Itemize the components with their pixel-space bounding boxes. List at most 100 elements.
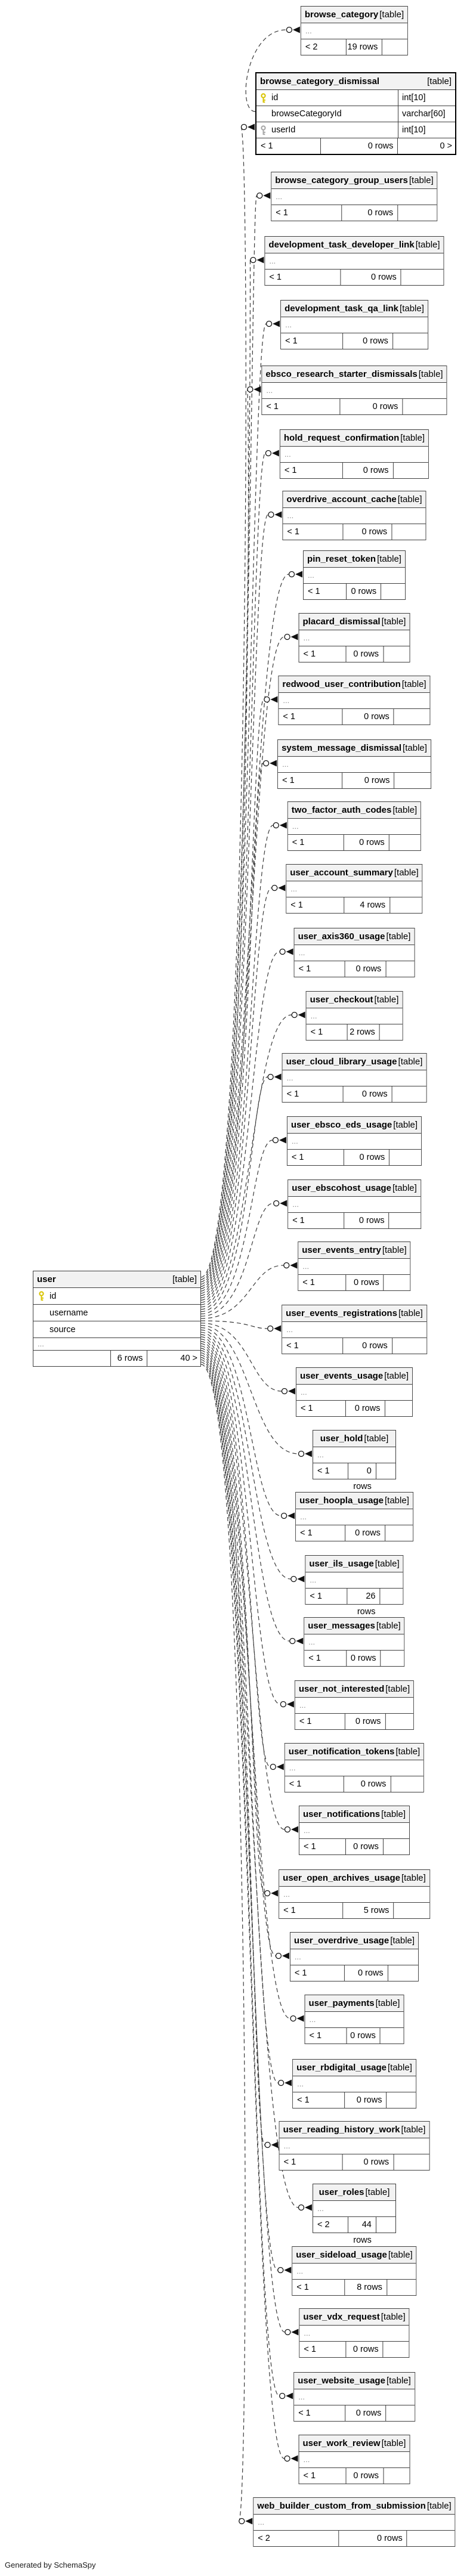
more-columns-ellipsis: ... xyxy=(299,2326,409,2342)
table-user_ils_usage[interactable]: user_ils_usage [table] ... < 1 26 rows xyxy=(305,1555,404,1617)
table-user_checkout[interactable]: user_checkout [table] ... < 1 2 rows xyxy=(305,991,403,1041)
table-development_task_qa_link[interactable]: development_task_qa_link [table] ... < 1… xyxy=(280,300,428,349)
child-count xyxy=(381,584,405,599)
table-placard_dismissal[interactable]: placard_dismissal [table] ... < 1 0 rows xyxy=(298,613,410,662)
column-type: int[10] xyxy=(398,90,455,106)
table-footer: < 2 0 rows xyxy=(253,2531,455,2546)
table-type-label: [table] xyxy=(381,617,406,627)
table-footer: < 1 0 rows xyxy=(305,2028,404,2044)
more-columns-ellipsis: ... xyxy=(296,1385,413,1401)
row-count: 0 rows xyxy=(344,961,385,977)
table-ebsco_research_starter_dismissals[interactable]: ebsco_research_starter_dismissals [table… xyxy=(261,366,447,415)
more-columns-ellipsis: ... xyxy=(265,253,444,270)
table-hold_request_confirmation[interactable]: hold_request_confirmation [table] ... < … xyxy=(279,429,429,479)
column-type: int[10] xyxy=(398,122,455,138)
table-name-label: user_overdrive_usage xyxy=(293,1936,389,1946)
table-user_payments[interactable]: user_payments [table] ... < 1 0 rows xyxy=(304,1995,404,2044)
parent-count: < 1 xyxy=(299,1717,312,1726)
table-type-label: [table] xyxy=(385,1496,409,1506)
table-user_roles[interactable]: user_roles [table] ... < 2 44 rows xyxy=(313,2184,396,2245)
parent-count: < 1 xyxy=(300,1528,313,1538)
table-user_website_usage[interactable]: user_website_usage [table] ... < 1 0 row… xyxy=(293,2372,415,2422)
table-user[interactable]: user [table] id username source ... 6 ro… xyxy=(33,1271,201,1367)
parent-count: < 1 xyxy=(302,1278,315,1287)
table-name-label: user_events_registrations xyxy=(286,1308,397,1318)
parent-count: < 1 xyxy=(287,527,299,537)
table-user_open_archives_usage[interactable]: user_open_archives_usage [table] ... < 1… xyxy=(279,1869,430,1919)
parent-count: < 1 xyxy=(308,587,320,596)
row-count: 0 rows xyxy=(345,2342,382,2357)
table-user_ebscohost_usage[interactable]: user_ebscohost_usage [table] ... < 1 0 r… xyxy=(287,1179,421,1229)
table-user_cloud_library_usage[interactable]: user_cloud_library_usage [table] ... < 1… xyxy=(282,1053,427,1103)
table-name-label: redwood_user_contribution xyxy=(282,679,401,689)
parent-count: < 1 xyxy=(309,2031,322,2041)
table-header: user_work_review [table] xyxy=(299,2435,410,2452)
more-columns-ellipsis: ... xyxy=(271,189,437,205)
child-count xyxy=(382,39,407,55)
table-user_notifications[interactable]: user_notifications [table] ... < 1 0 row… xyxy=(298,1806,410,1855)
table-type-label: [table] xyxy=(172,1274,197,1284)
table-type-label: [table] xyxy=(382,1245,407,1255)
table-user_events_usage[interactable]: user_events_usage [table] ... < 1 0 rows xyxy=(295,1367,413,1417)
table-name-label: overdrive_account_cache xyxy=(286,494,397,504)
row-count: 0 rows xyxy=(339,399,402,414)
child-count xyxy=(385,1714,414,1729)
child-count xyxy=(393,709,430,724)
table-header: user_reading_history_work [table] xyxy=(279,2122,429,2138)
table-user_overdrive_usage[interactable]: user_overdrive_usage [table] ... < 1 0 r… xyxy=(289,1932,419,1981)
parent-count: < 1 xyxy=(303,1842,316,1852)
table-development_task_developer_link[interactable]: development_task_developer_link [table] … xyxy=(264,236,444,286)
table-browse_category_group_users[interactable]: browse_category_group_users [table] ... … xyxy=(271,172,438,221)
table-two_factor_auth_codes[interactable]: two_factor_auth_codes [table] ... < 1 0 … xyxy=(287,801,422,851)
table-footer: < 1 0 rows xyxy=(313,1463,395,1491)
table-user_ebsco_eds_usage[interactable]: user_ebsco_eds_usage [table] ... < 1 0 r… xyxy=(286,1116,422,1166)
table-user_reading_history_work[interactable]: user_reading_history_work [table] ... < … xyxy=(279,2121,430,2171)
table-user_account_summary[interactable]: user_account_summary [table] ... < 1 4 r… xyxy=(286,864,423,914)
table-user_events_registrations[interactable]: user_events_registrations [table] ... < … xyxy=(282,1305,427,1354)
table-type-label: [table] xyxy=(392,805,418,815)
table-name-label: system_message_dismissal xyxy=(282,743,402,753)
row-count: 0 rows xyxy=(346,584,381,599)
child-count xyxy=(379,1024,403,1040)
table-pin_reset_token[interactable]: pin_reset_token [table] ... < 1 0 rows xyxy=(303,550,406,600)
child-count xyxy=(400,270,444,285)
table-user_sideload_usage[interactable]: user_sideload_usage [table] ... < 1 8 ro… xyxy=(292,2246,417,2296)
child-count xyxy=(406,2531,455,2546)
table-user_hoopla_usage[interactable]: user_hoopla_usage [table] ... < 1 0 rows xyxy=(295,1492,413,1541)
table-browse_category_dismissal[interactable]: browse_category_dismissal [table] id int… xyxy=(255,72,456,155)
row-count: 0 rows xyxy=(344,1213,388,1228)
parent-count: < 1 xyxy=(310,1027,323,1037)
table-user_axis360_usage[interactable]: user_axis360_usage [table] ... < 1 0 row… xyxy=(293,928,415,977)
table-browse_category[interactable]: browse_category [table] ... < 2 19 rows xyxy=(300,6,409,55)
table-user_messages[interactable]: user_messages [table] ... < 1 0 rows xyxy=(304,1617,405,1667)
more-columns-ellipsis: ... xyxy=(283,508,426,524)
table-user_work_review[interactable]: user_work_review [table] ... < 1 0 rows xyxy=(298,2435,410,2484)
table-type-label: [table] xyxy=(364,1433,389,1444)
table-redwood_user_contribution[interactable]: redwood_user_contribution [table] ... < … xyxy=(278,676,431,725)
row-count: 0 rows xyxy=(345,2468,383,2484)
row-count: 0 rows xyxy=(342,463,392,478)
table-overdrive_account_cache[interactable]: overdrive_account_cache [table] ... < 1 … xyxy=(282,491,426,540)
parent-count: < 1 xyxy=(286,1089,299,1099)
table-name-label: hold_request_confirmation xyxy=(283,433,400,443)
parent-count xyxy=(33,1351,110,1366)
more-columns-ellipsis: ... xyxy=(313,1447,395,1463)
table-type-label: [table] xyxy=(426,2501,452,2511)
table-user_events_entry[interactable]: user_events_entry [table] ... < 1 0 rows xyxy=(298,1241,411,1291)
table-header: user_vdx_request [table] xyxy=(299,2309,409,2326)
table-web_builder_custom_from_submission[interactable]: web_builder_custom_from_submission [tabl… xyxy=(253,2497,456,2547)
table-user_rbdigital_usage[interactable]: user_rbdigital_usage [table] ... < 1 0 r… xyxy=(292,2059,416,2109)
table-user-header: user [table] xyxy=(33,1271,200,1288)
table-user_not_interested[interactable]: user_not_interested [table] ... < 1 0 ro… xyxy=(294,1680,415,1730)
table-header: user_account_summary [table] xyxy=(286,865,422,881)
child-count xyxy=(383,646,409,662)
table-user_hold[interactable]: user_hold [table] ... < 1 0 rows xyxy=(313,1430,396,1491)
table-user_notification_tokens[interactable]: user_notification_tokens [table] ... < 1… xyxy=(284,1743,425,1792)
table-type-label: [table] xyxy=(381,2438,406,2448)
more-columns-ellipsis: ... xyxy=(253,2515,455,2531)
table-user_vdx_request[interactable]: user_vdx_request [table] ... < 1 0 rows xyxy=(299,2308,410,2358)
parent-count: < 1 xyxy=(298,2408,311,2418)
table-type-label: [table] xyxy=(381,1809,406,1819)
more-columns-ellipsis: ... xyxy=(262,383,447,399)
table-system_message_dismissal[interactable]: system_message_dismissal [table] ... < 1… xyxy=(277,739,431,789)
